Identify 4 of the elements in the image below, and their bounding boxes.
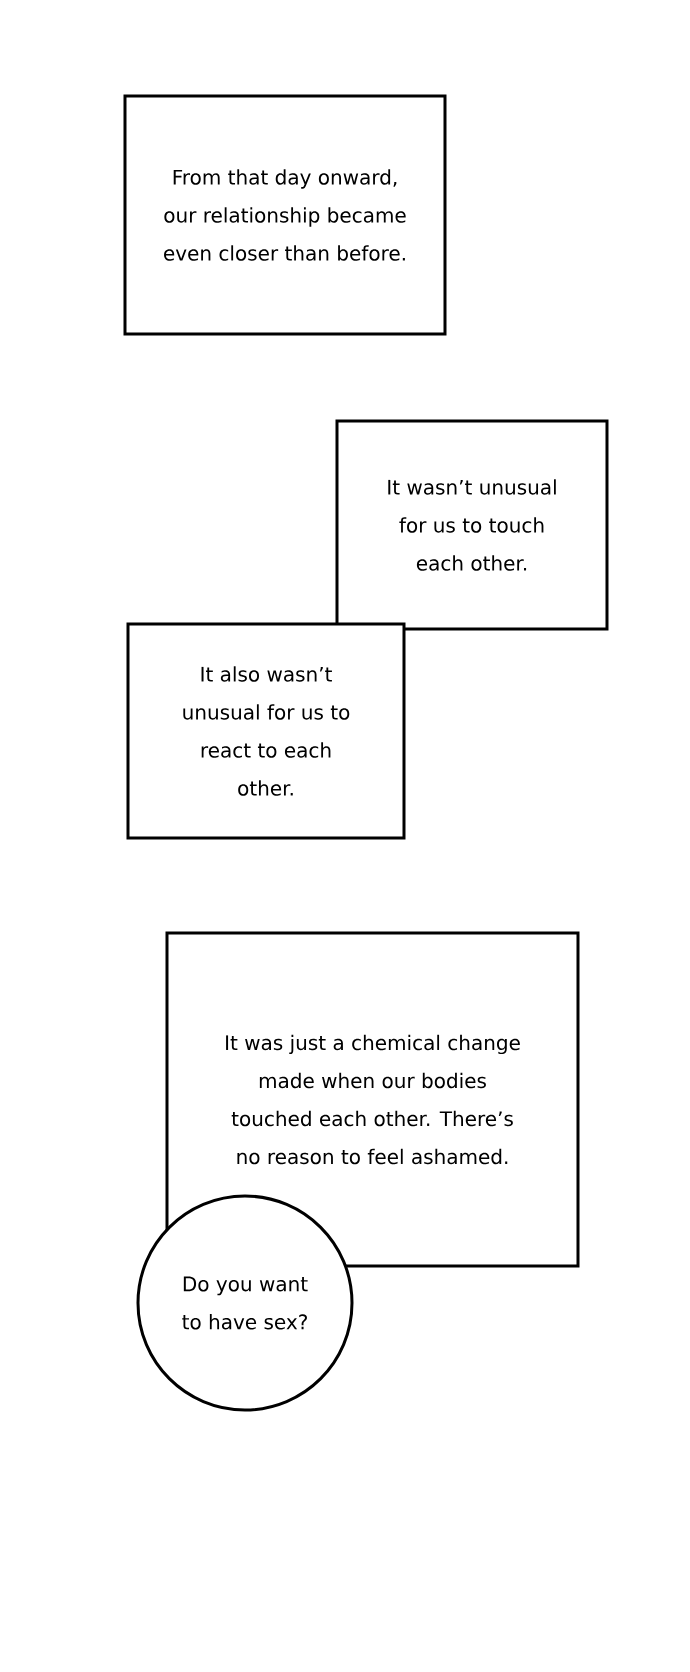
caption-box: It wasn’t unusual for us to touch each other. xyxy=(335,419,609,631)
speech-bubble: Do you want to have sex? xyxy=(136,1194,354,1412)
caption-box: It also wasn’t unusual for us to react to each other. xyxy=(126,622,406,840)
caption-box: From that day onward, our relationship became even closer than before. xyxy=(123,94,447,336)
